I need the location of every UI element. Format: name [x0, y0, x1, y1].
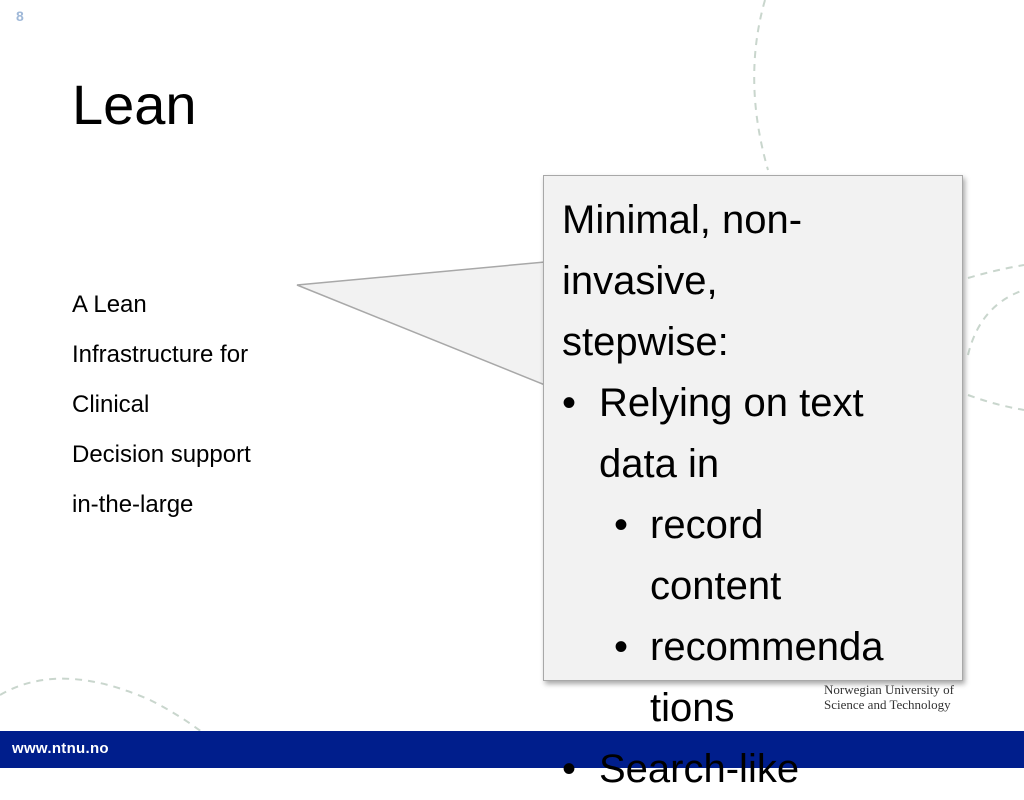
bullet-line: Search-like: [599, 747, 800, 791]
bullet-line: data in: [599, 442, 720, 486]
university-line: Science and Technology: [824, 697, 951, 712]
university-name: Norwegian University of Science and Tech…: [824, 682, 954, 712]
sub-bullet-line: record: [650, 503, 764, 547]
subtitle-line: Clinical: [72, 391, 150, 418]
slide-subtitle-text: A Lean Infrastructure for Clinical Decis…: [72, 280, 372, 530]
slide-title: Lean: [72, 73, 197, 136]
footer-url[interactable]: www.ntnu.no: [12, 740, 109, 757]
bullet-search: • Search-like: [562, 739, 962, 800]
sub-bullet-recommendations: • recommenda tions: [562, 617, 962, 739]
slide-number: 8: [16, 8, 24, 24]
callout-intro-line: stepwise:: [562, 320, 729, 364]
sub-bullet-line: recommenda: [650, 625, 884, 669]
callout-text: Minimal, non- invasive, stepwise: • Rely…: [562, 190, 962, 800]
bullet-relying: • Relying on text data in: [562, 373, 962, 495]
subtitle-line: Infrastructure for: [72, 341, 249, 368]
footer-bar: www.ntnu.no: [0, 731, 1024, 768]
sub-bullet-line: tions: [650, 686, 735, 730]
subtitle-line: Decision support: [72, 441, 251, 468]
callout-intro-line: invasive,: [562, 259, 718, 303]
callout-box: [543, 175, 963, 681]
subtitle-line: in-the-large: [72, 491, 194, 518]
callout-intro-line: Minimal, non-: [562, 198, 803, 242]
sub-bullet-marker: •: [614, 625, 629, 669]
university-line: Norwegian University of: [824, 682, 954, 697]
sub-bullet-record: • record content: [562, 495, 962, 617]
sub-bullet-line: content: [650, 564, 782, 608]
bullet-line: Relying on text: [599, 381, 864, 425]
sub-bullet-marker: •: [614, 503, 629, 547]
subtitle-line: A Lean: [72, 291, 147, 318]
bullet-marker: •: [562, 381, 577, 425]
bullet-marker: •: [562, 747, 577, 791]
